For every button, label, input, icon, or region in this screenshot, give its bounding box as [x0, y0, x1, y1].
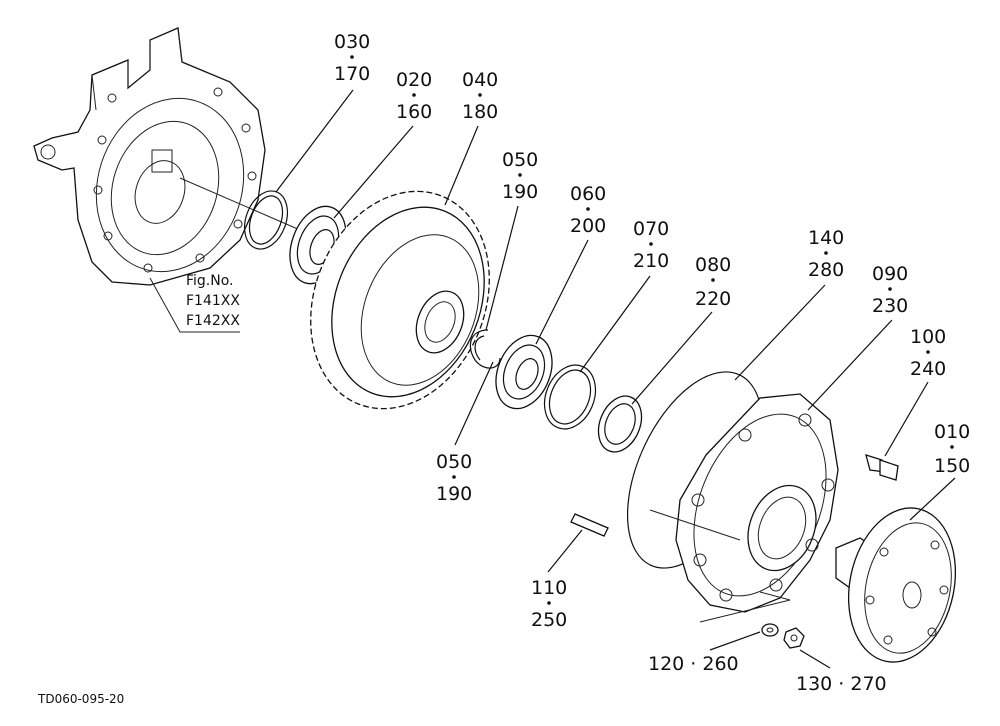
bolt-100 — [865, 454, 899, 481]
svg-text:040: 040 — [462, 69, 498, 91]
callout-010-150: 010 150 — [934, 421, 970, 477]
bearing-060 — [495, 334, 553, 410]
callout-080-220: 080 220 — [695, 254, 731, 310]
fig-number-1: F141XX — [186, 293, 240, 309]
svg-text:070: 070 — [633, 218, 669, 240]
figure-number-box: Fig.No. F141XX F142XX — [186, 273, 240, 329]
callout-020-160: 020 160 — [396, 69, 432, 123]
svg-text:030: 030 — [334, 31, 370, 53]
svg-text:080: 080 — [695, 254, 731, 276]
callout-140-280: 140 280 — [808, 227, 844, 281]
axle-flange-010 — [835, 507, 957, 663]
nut-130 — [783, 627, 805, 649]
svg-text:100: 100 — [910, 326, 946, 348]
svg-text:160: 160 — [396, 101, 432, 123]
svg-text:110: 110 — [531, 577, 567, 599]
circlip-050 — [469, 329, 501, 369]
svg-text:220: 220 — [695, 288, 731, 310]
svg-text:240: 240 — [910, 358, 946, 380]
svg-text:280: 280 — [808, 259, 844, 281]
callout-040-180: 040 180 — [462, 69, 498, 123]
axis-line — [179, 177, 301, 231]
svg-text:180: 180 — [462, 101, 498, 123]
leader-lines — [275, 89, 956, 669]
callout-100-240: 100 240 — [910, 326, 946, 380]
callout-130-270: 130 · 270 — [796, 673, 887, 695]
callout-030-170: 030 170 — [334, 31, 370, 85]
fig-number-2: F142XX — [186, 313, 240, 329]
drawing-code: TD060-095-20 — [37, 692, 124, 706]
svg-text:210: 210 — [633, 250, 669, 272]
callout-050-190-top: 050 190 — [502, 149, 538, 203]
svg-text:170: 170 — [334, 63, 370, 85]
svg-text:050: 050 — [436, 451, 472, 473]
callout-090-230: 090 230 — [872, 263, 908, 317]
callout-060-200: 060 200 — [570, 183, 606, 237]
stud-110 — [570, 513, 609, 537]
svg-text:230: 230 — [872, 295, 908, 317]
svg-text:020: 020 — [396, 69, 432, 91]
svg-text:050: 050 — [502, 149, 538, 171]
svg-text:060: 060 — [570, 183, 606, 205]
callout-110-250: 110 250 — [531, 577, 567, 631]
svg-text:200: 200 — [570, 215, 606, 237]
callout-120-260: 120 · 260 — [648, 653, 739, 675]
svg-text:190: 190 — [502, 181, 538, 203]
svg-text:250: 250 — [531, 609, 567, 631]
bevel-gear-040 — [310, 190, 490, 410]
svg-text:150: 150 — [934, 455, 970, 477]
gear-case-cover — [649, 393, 839, 623]
svg-text:090: 090 — [872, 263, 908, 285]
washer-120 — [761, 623, 779, 637]
oil-seal-080 — [597, 395, 643, 453]
callout-050-190-bottom: 050 190 — [436, 451, 472, 505]
svg-text:140: 140 — [808, 227, 844, 249]
svg-text:010: 010 — [934, 421, 970, 443]
svg-text:190: 190 — [436, 483, 472, 505]
fig-label: Fig.No. — [186, 273, 234, 289]
callout-070-210: 070 210 — [633, 218, 669, 272]
gearcase-housing — [33, 27, 266, 333]
